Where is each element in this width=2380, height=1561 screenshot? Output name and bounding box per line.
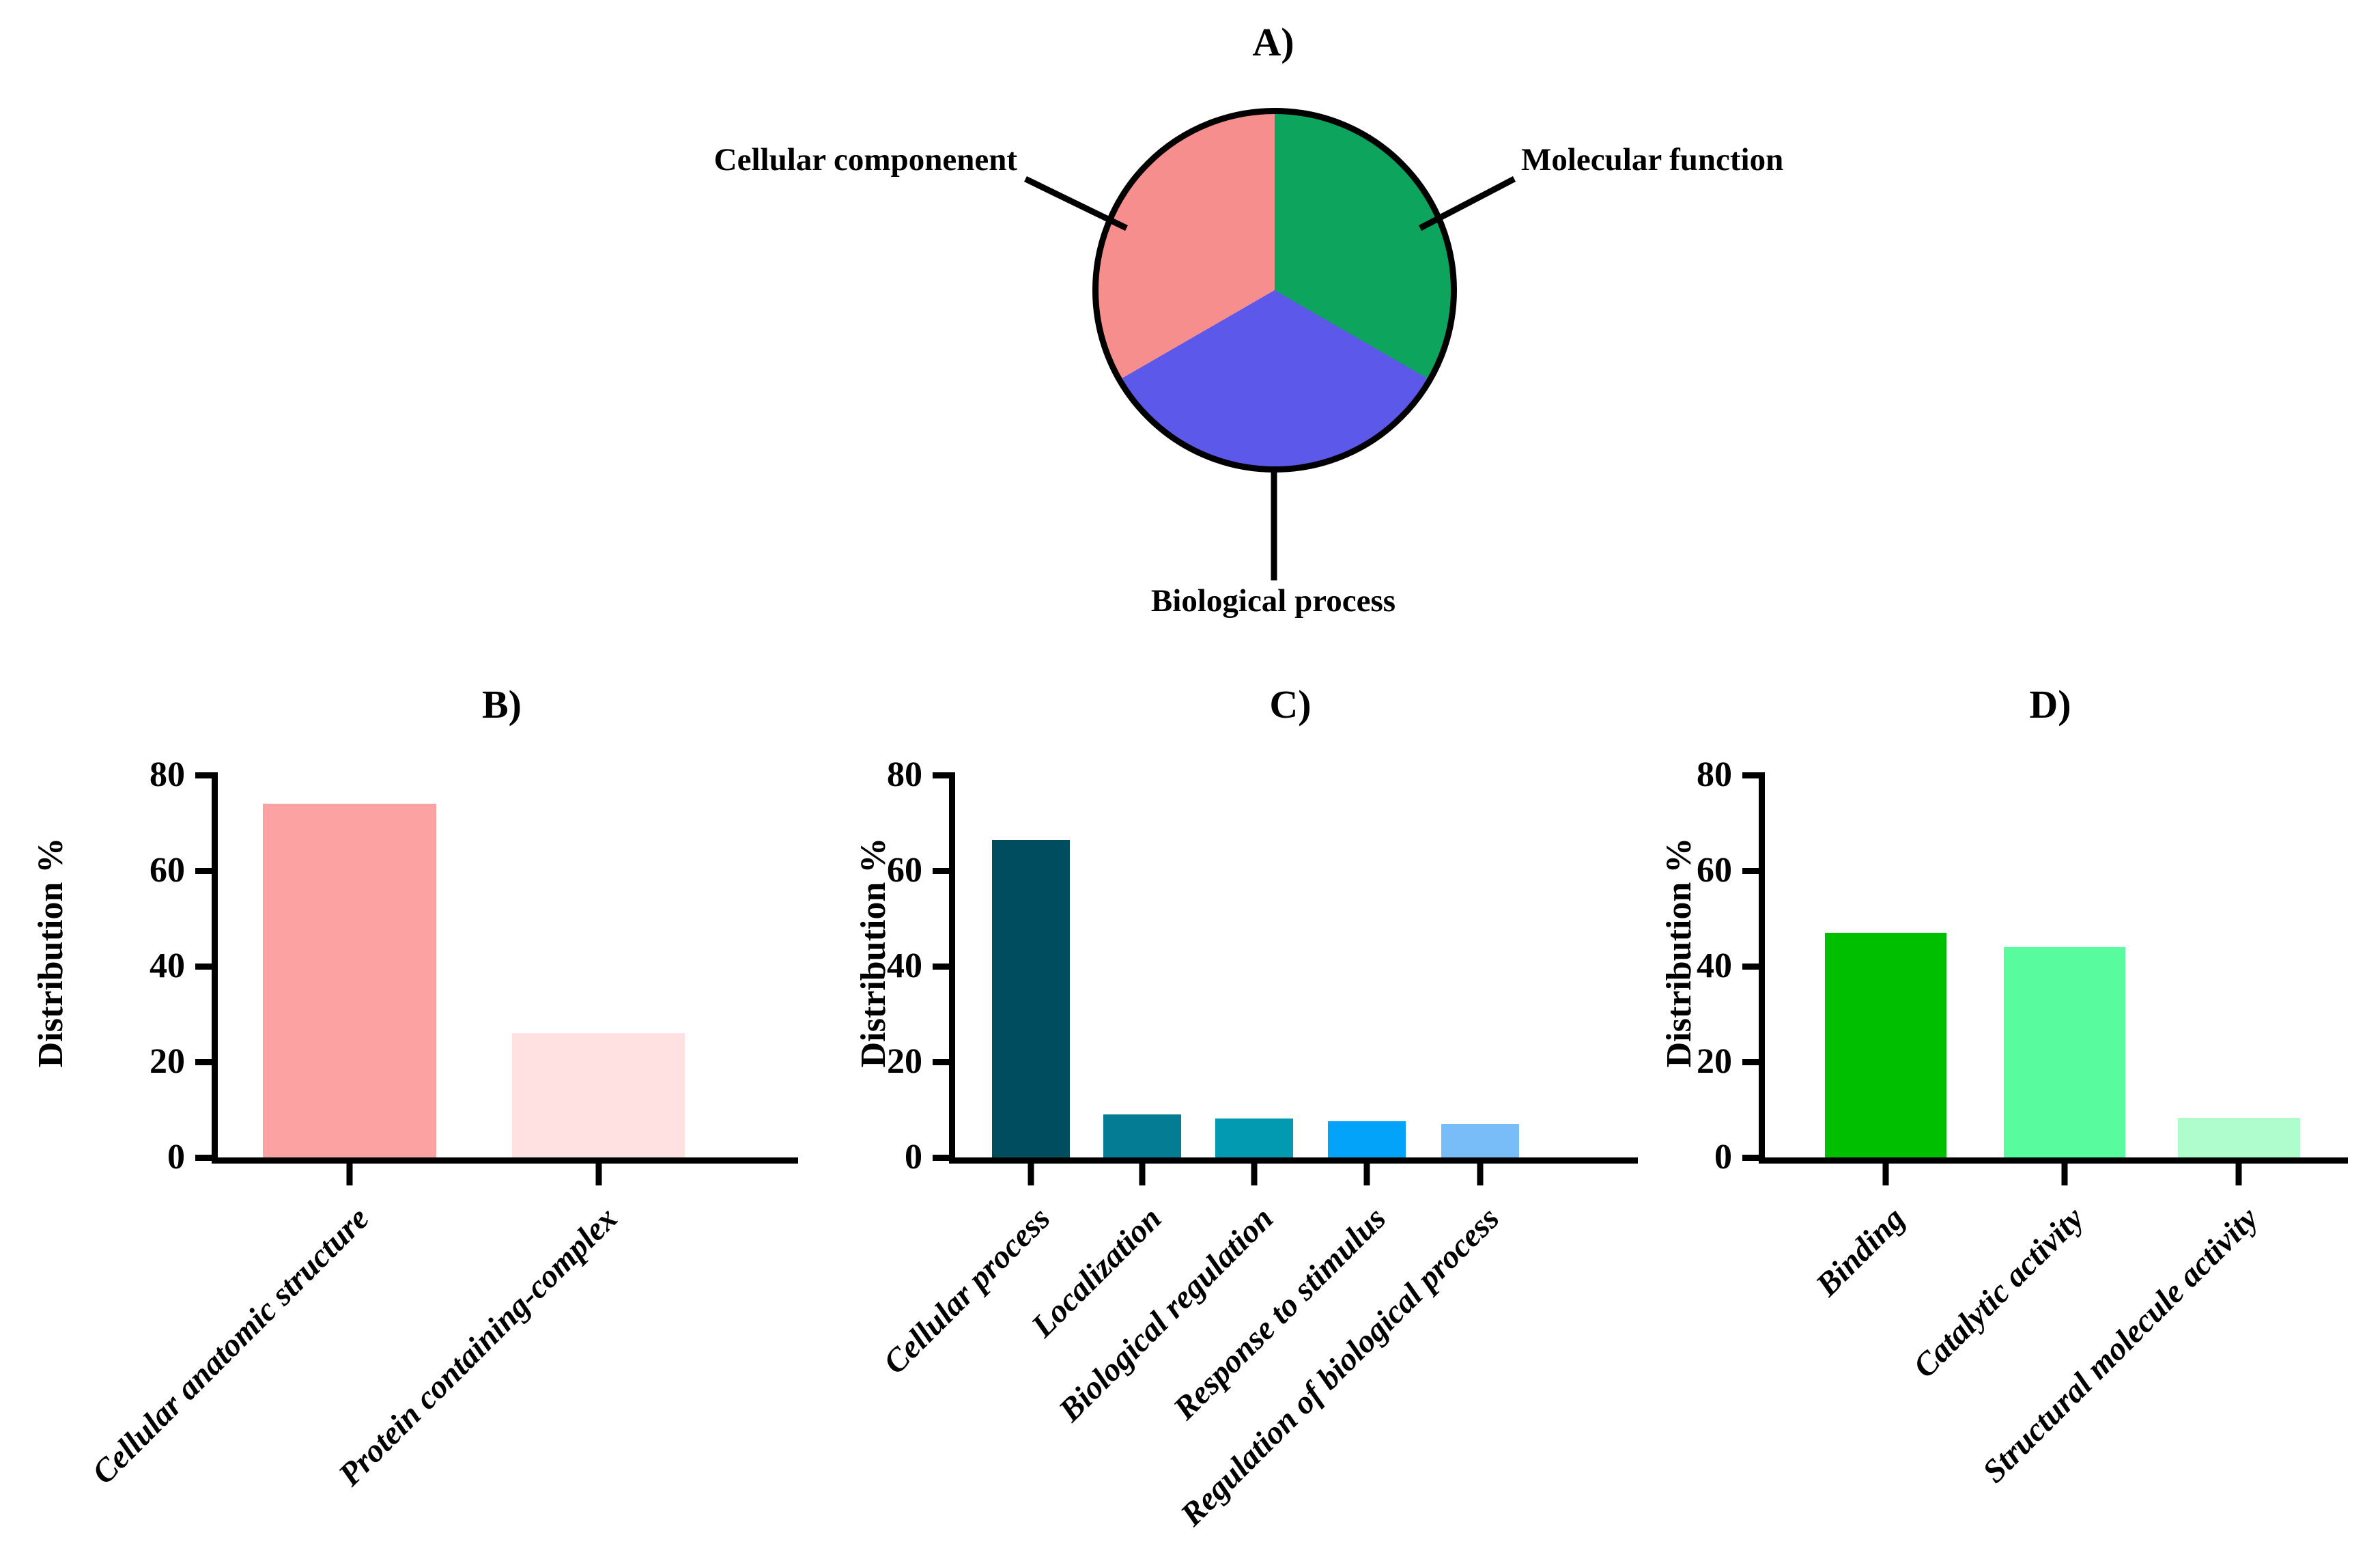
pie-label-cellular-component: Cellular componenent <box>713 142 1017 178</box>
y-axis-tick <box>195 1058 218 1065</box>
y-axis-tick <box>1742 772 1765 778</box>
x-axis-tick <box>1139 1164 1146 1185</box>
y-axis-tick-label: 60 <box>887 851 922 890</box>
y-axis-tick-label: 80 <box>887 755 922 794</box>
bar-biological-regulation <box>1215 1118 1293 1157</box>
panel-a-title: A) <box>1252 20 1294 64</box>
bar-cellular-anatomic-structure <box>263 804 436 1157</box>
pie-label-molecular-function: Molecular function <box>1521 142 1784 178</box>
x-axis-tick <box>346 1164 353 1185</box>
y-axis-tick <box>933 772 955 778</box>
y-axis-tick-label: 60 <box>1697 851 1732 890</box>
leader-line-left <box>1024 175 1128 231</box>
y-axis-tick-label: 40 <box>887 946 922 985</box>
bar-response-to-stimulus <box>1328 1121 1406 1157</box>
panel-b-y-axis-title: Distribution % <box>31 837 70 1068</box>
y-axis-tick-label: 40 <box>150 946 185 985</box>
panel-d-title: D) <box>2029 682 2071 727</box>
x-axis-tick <box>1028 1164 1034 1185</box>
y-axis-tick-label: 20 <box>150 1042 185 1081</box>
panel-b-title: B) <box>482 682 522 727</box>
leader-line-right <box>1418 176 1516 231</box>
y-axis-tick <box>933 867 955 874</box>
y-axis-tick-label: 20 <box>1697 1042 1732 1081</box>
bar-protein-containing-complex <box>511 1033 685 1157</box>
y-axis-tick-label: 0 <box>167 1138 185 1177</box>
pie-label-biological-process: Biological process <box>1150 583 1396 619</box>
bar-cellular-process <box>992 839 1070 1157</box>
y-axis-tick <box>1742 1058 1765 1065</box>
y-axis-tick <box>195 867 218 874</box>
x-axis-tick <box>2061 1164 2068 1185</box>
bar-structural-molecule-activity <box>2178 1117 2300 1157</box>
x-axis-tick <box>1477 1164 1484 1185</box>
x-axis-tick <box>1882 1164 1889 1185</box>
bar-binding <box>1824 933 1947 1157</box>
panel-c-title: C) <box>1269 682 1312 727</box>
y-axis-tick-label: 0 <box>1714 1138 1732 1177</box>
y-axis-tick-label: 80 <box>150 755 185 794</box>
y-axis-tick <box>195 963 218 970</box>
y-axis-tick-label: 80 <box>1697 755 1732 794</box>
bar-catalytic-activity <box>2003 947 2126 1157</box>
x-axis-tick <box>1251 1164 1258 1185</box>
x-axis-tick <box>595 1164 602 1185</box>
pie-chart <box>1092 108 1457 473</box>
x-axis-tick <box>2235 1164 2242 1185</box>
y-axis-tick-label: 60 <box>150 851 185 890</box>
y-axis-tick <box>195 772 218 778</box>
y-axis-tick-label: 20 <box>887 1042 922 1081</box>
y-axis-tick <box>933 1154 955 1161</box>
y-axis-tick <box>195 1154 218 1161</box>
y-axis-tick <box>1742 867 1765 874</box>
y-axis-tick-label: 0 <box>905 1138 922 1177</box>
bar-localization <box>1103 1114 1181 1157</box>
y-axis-tick <box>933 963 955 970</box>
y-axis-tick <box>1742 963 1765 970</box>
x-axis-tick <box>1363 1164 1370 1185</box>
y-axis-tick-label: 40 <box>1697 946 1732 985</box>
y-axis-tick <box>1742 1154 1765 1161</box>
y-axis-tick <box>933 1058 955 1065</box>
bar-regulation-of-biological-process <box>1441 1124 1519 1157</box>
